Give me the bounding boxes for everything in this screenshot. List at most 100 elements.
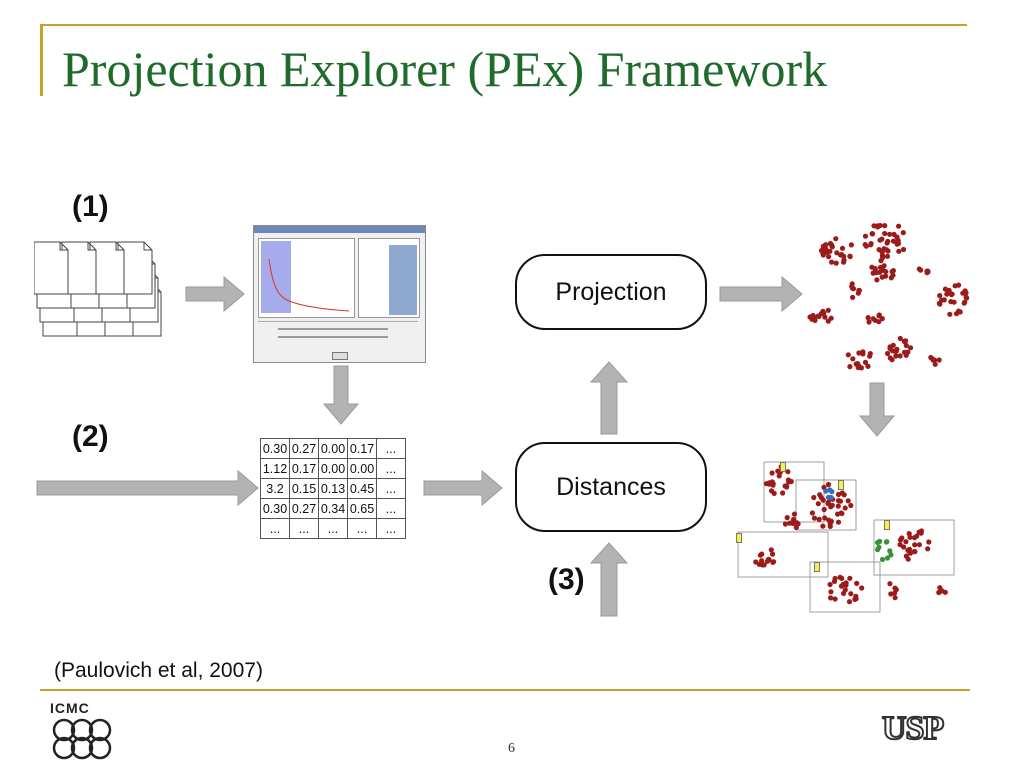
page-number: 6 xyxy=(508,741,515,756)
arrow-down-2 xyxy=(858,382,896,437)
matrix-cell: 0.27 xyxy=(289,438,319,459)
cluster-point xyxy=(896,248,902,254)
citation: (Paulovich et al, 2007) xyxy=(54,659,263,682)
cluster-point xyxy=(896,223,902,229)
matrix-cell: 0.15 xyxy=(289,478,319,499)
matrix-cell: 1.12 xyxy=(260,458,290,479)
cluster-point xyxy=(942,589,948,595)
cluster-point xyxy=(823,488,829,494)
cluster-point xyxy=(832,575,838,582)
cluster-point xyxy=(823,242,829,248)
cluster-point xyxy=(953,311,960,317)
cluster-point xyxy=(890,342,896,348)
cluster-point xyxy=(848,242,854,248)
cluster-point xyxy=(833,260,839,266)
cluster-point xyxy=(925,546,931,552)
document-icon xyxy=(34,241,69,295)
cluster-point xyxy=(887,581,893,587)
cluster-point xyxy=(832,596,838,602)
cluster-point xyxy=(878,258,884,264)
cluster-point xyxy=(856,350,862,356)
cluster-point xyxy=(903,553,909,559)
cluster-point xyxy=(885,238,891,244)
matrix-cell: 0.34 xyxy=(318,498,348,519)
cluster-point xyxy=(761,562,767,568)
cluster-point xyxy=(770,551,776,557)
cluster-point xyxy=(936,589,942,596)
cluster-point xyxy=(932,357,938,363)
cluster-point xyxy=(859,585,865,591)
arrow-right-1 xyxy=(185,275,245,313)
cluster-point xyxy=(855,361,861,367)
cluster-point xyxy=(860,349,866,355)
cluster-point xyxy=(882,223,888,229)
cluster-point xyxy=(822,314,828,320)
cluster-point xyxy=(873,270,879,276)
cluster-point xyxy=(901,338,907,344)
cluster-point xyxy=(771,559,777,565)
cluster-point xyxy=(794,520,800,526)
cluster-point xyxy=(807,314,813,320)
cluster-annotation xyxy=(838,480,844,490)
cluster-point xyxy=(900,230,906,236)
cluster-point xyxy=(924,270,930,276)
cluster-point xyxy=(833,236,839,242)
matrix-cell: ... xyxy=(289,518,319,539)
cluster-point xyxy=(906,548,912,554)
matrix-cell: ... xyxy=(347,518,377,539)
cluster-point xyxy=(926,539,932,545)
cluster-point xyxy=(811,515,818,521)
icmc-logo: ICMC xyxy=(46,700,116,762)
cluster-point xyxy=(862,359,869,365)
cluster-point xyxy=(820,497,826,503)
cluster-point xyxy=(839,490,845,496)
matrix-cell: 0.30 xyxy=(260,498,290,519)
matrix-cell: 0.17 xyxy=(289,458,319,479)
step-label-1: (1) xyxy=(72,190,109,223)
cluster-point xyxy=(838,252,844,258)
cluster-point xyxy=(776,473,782,479)
cluster-point xyxy=(885,350,891,357)
matrix-cell: 0.30 xyxy=(260,438,290,459)
arrow-up-1 xyxy=(589,361,629,435)
cluster-point xyxy=(839,575,845,581)
cluster-point xyxy=(854,580,860,586)
cluster-point xyxy=(892,595,898,601)
cluster-point xyxy=(879,556,886,563)
cluster-point xyxy=(884,555,891,561)
matrix-cell: ... xyxy=(376,438,406,459)
cluster-point xyxy=(894,241,900,247)
cluster-point xyxy=(908,345,914,351)
cluster-point xyxy=(887,548,893,554)
arrow-up-2 xyxy=(589,542,629,617)
cluster-point xyxy=(906,531,912,537)
cluster-point xyxy=(811,494,817,501)
cluster-point xyxy=(865,315,871,321)
cluster-point xyxy=(835,511,841,517)
cluster-point xyxy=(846,599,853,605)
cluster-point xyxy=(888,552,894,558)
app-screenshot xyxy=(253,225,426,363)
step-label-3: (3) xyxy=(548,563,585,596)
cluster-point xyxy=(866,319,872,325)
cluster-point xyxy=(820,252,826,258)
matrix-cell: 0.45 xyxy=(347,478,377,499)
cluster-point xyxy=(826,517,832,523)
matrix-cell: 0.27 xyxy=(289,498,319,519)
cluster-point xyxy=(809,510,815,516)
matrix-cell: 0.00 xyxy=(347,458,377,479)
cluster-point xyxy=(876,313,882,319)
arrow-right-3 xyxy=(423,469,503,507)
cluster-point xyxy=(790,517,797,523)
cluster-point xyxy=(901,544,907,550)
matrix-cell: ... xyxy=(376,478,406,499)
cluster-point xyxy=(820,523,826,529)
footer-line xyxy=(40,689,970,691)
cluster-point xyxy=(829,502,835,508)
cluster-point xyxy=(828,595,834,601)
cluster-point xyxy=(825,481,832,488)
